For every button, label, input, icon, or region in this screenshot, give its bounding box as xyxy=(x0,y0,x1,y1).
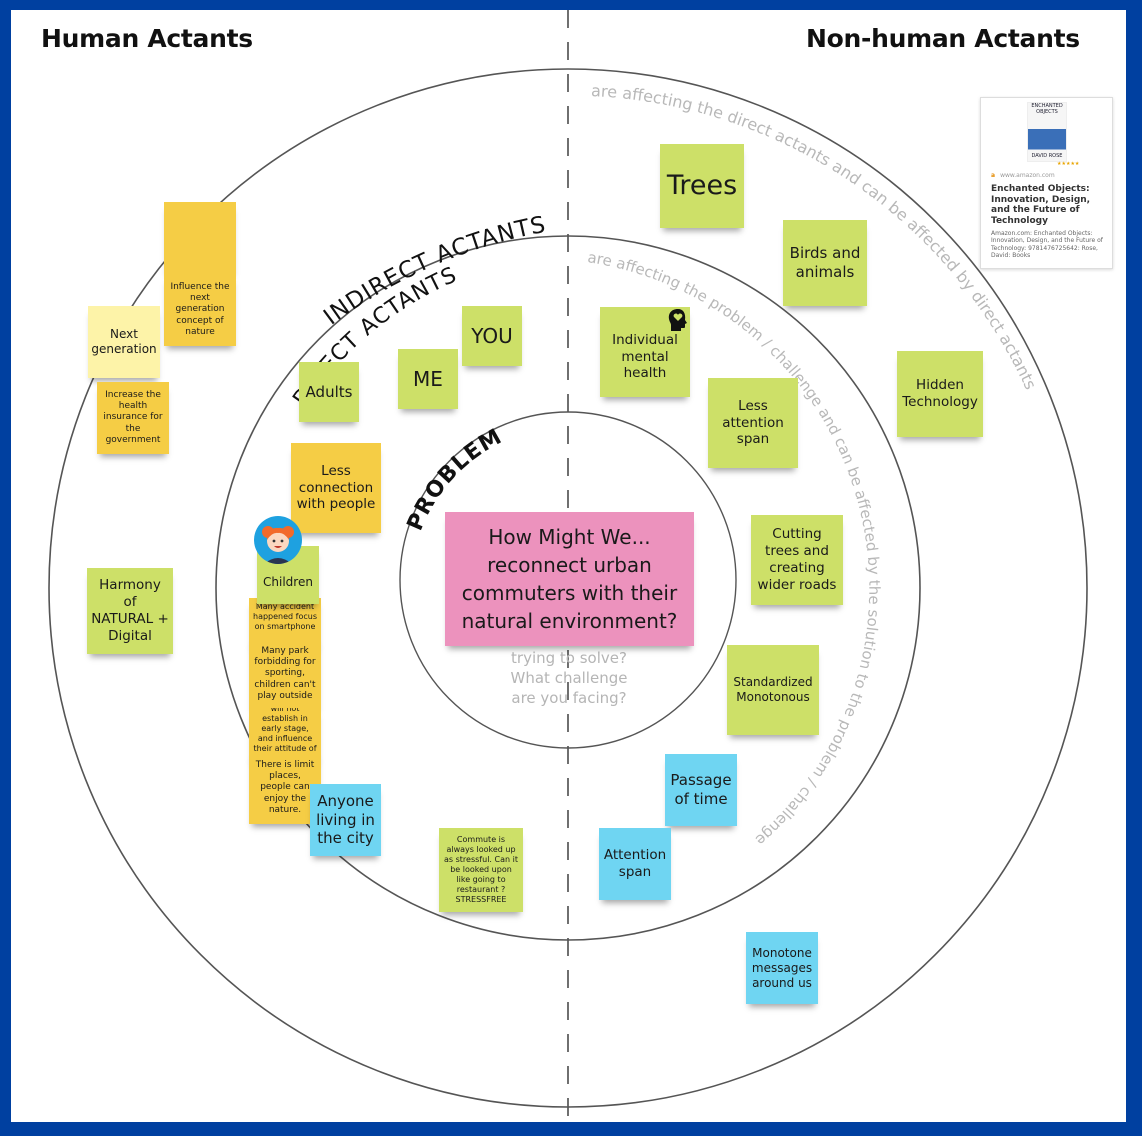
sticky-note[interactable]: Many park forbidding for sporting, child… xyxy=(249,638,321,710)
sticky-note[interactable]: There is limit places, people can enjoy … xyxy=(249,752,321,824)
sticky-note[interactable]: Adults xyxy=(299,362,359,422)
sticky-note[interactable]: Next generation xyxy=(88,306,160,378)
sticky-note[interactable]: ME xyxy=(398,349,458,409)
problem-prompt: trying to solve? What challenge are you … xyxy=(489,648,649,708)
sticky-note[interactable]: Less attention span xyxy=(708,378,798,468)
link-source: a www.amazon.com xyxy=(991,172,1055,179)
sticky-text: Trees xyxy=(666,170,738,202)
sticky-note-blank[interactable] xyxy=(164,202,236,274)
sticky-note[interactable]: YOU xyxy=(462,306,522,366)
problem-statement-text: How Might We... reconnect urban commuter… xyxy=(461,525,678,633)
sticky-text: Hidden Technology xyxy=(902,377,978,410)
amazon-icon: a xyxy=(991,172,996,179)
sticky-note[interactable]: Commute is always looked up as stressful… xyxy=(439,828,523,912)
sticky-note[interactable]: Less connection with people xyxy=(291,443,381,533)
sticky-note[interactable]: Passage of time xyxy=(665,754,737,826)
whiteboard-canvas[interactable]: INDIRECT ACTANTS DIRECT ACTANTS PROBLEM … xyxy=(11,10,1126,1122)
head-heart-icon xyxy=(668,309,687,331)
child-avatar-icon xyxy=(254,516,302,564)
prompt-line: What challenge xyxy=(510,669,628,687)
link-description: Amazon.com: Enchanted Objects: Innovatio… xyxy=(991,230,1103,259)
sticky-text: Attention span xyxy=(603,847,667,880)
sticky-text: Influence the next generation concept of… xyxy=(170,281,230,337)
sticky-note[interactable]: Trees xyxy=(660,144,744,228)
sticky-text: Many park forbidding for sporting, child… xyxy=(254,645,316,701)
sticky-note[interactable]: Increase the health insurance for the go… xyxy=(97,382,169,454)
sticky-note[interactable]: Cutting trees and creating wider roads xyxy=(751,515,843,605)
sticky-text: Standardized Monotonous xyxy=(733,675,813,704)
sticky-text: Increase the health insurance for the go… xyxy=(103,389,163,445)
sticky-text: Individual mental health xyxy=(612,331,678,382)
sticky-text: Passage of time xyxy=(670,771,732,808)
human-actants-heading: Human Actants xyxy=(41,24,253,53)
prompt-line: trying to solve? xyxy=(511,649,627,667)
sticky-text: Anyone living in the city xyxy=(316,791,375,848)
sticky-note[interactable]: will not establish in early stage, and i… xyxy=(249,708,321,760)
sticky-text: YOU xyxy=(471,323,513,348)
sticky-text: Monotone messages around us xyxy=(751,945,813,990)
sticky-note[interactable]: Standardized Monotonous xyxy=(727,645,819,735)
sticky-text: Less connection with people xyxy=(296,462,376,513)
link-preview-card[interactable]: ENCHANTED OBJECTS DAVID ROSE ★★★★★ a www.… xyxy=(980,97,1113,269)
sticky-note[interactable]: Monotone messages around us xyxy=(746,932,818,1004)
indirect-ring xyxy=(48,68,1088,1108)
non-human-actants-heading: Non-human Actants xyxy=(806,24,1080,53)
source-url: www.amazon.com xyxy=(1000,172,1055,179)
sticky-text: Birds and animals xyxy=(789,244,861,281)
rating-stars-icon: ★★★★★ xyxy=(1057,161,1080,167)
problem-ring xyxy=(399,411,737,749)
problem-statement-sticky[interactable]: How Might We... reconnect urban commuter… xyxy=(445,512,694,646)
prompt-line: are you facing? xyxy=(511,689,627,707)
link-title: Enchanted Objects: Innovation, Design, a… xyxy=(991,184,1091,226)
sticky-note[interactable]: Hidden Technology xyxy=(897,351,983,437)
sticky-note[interactable]: Attention span xyxy=(599,828,671,900)
sticky-note[interactable]: Influence the next generation concept of… xyxy=(164,274,236,346)
sticky-text: ME xyxy=(413,366,443,391)
sticky-text: Adults xyxy=(305,382,353,401)
cover-author: DAVID ROSE xyxy=(1031,153,1063,159)
sticky-note[interactable]: Harmony of NATURAL + Digital xyxy=(87,568,173,654)
sticky-text: There is limit places, people can enjoy … xyxy=(255,759,315,815)
direct-ring xyxy=(215,235,921,941)
sticky-text: Many accident happened focus on smartpho… xyxy=(253,602,318,641)
sticky-text: Next generation xyxy=(91,327,157,356)
sticky-text: Harmony of NATURAL + Digital xyxy=(91,577,169,644)
sticky-note[interactable]: Anyone living in the city xyxy=(310,784,381,856)
sticky-note[interactable]: Birds and animals xyxy=(783,220,867,306)
sticky-text: Children xyxy=(263,575,313,589)
cover-title: ENCHANTED OBJECTS xyxy=(1031,103,1063,115)
sticky-text: Less attention span xyxy=(722,397,784,448)
sticky-text: Cutting trees and creating wider roads xyxy=(757,526,837,593)
book-cover-image: ENCHANTED OBJECTS DAVID ROSE xyxy=(1027,102,1067,162)
sticky-text: Commute is always looked up as stressful… xyxy=(444,835,518,904)
